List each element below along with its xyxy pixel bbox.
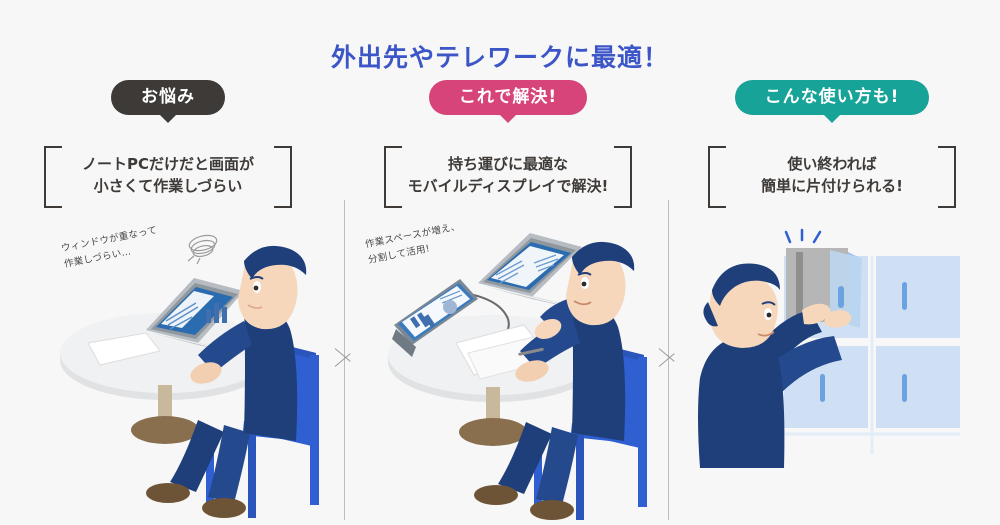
table-base [459,418,527,446]
display-handle [838,286,844,308]
table-base [131,416,199,444]
locker-handle [902,374,907,402]
person-head [566,241,635,326]
chevron-right-icon [335,340,353,374]
table-edge [60,353,272,400]
mobile-display [392,279,478,357]
illustration-man-laptop-display [388,233,647,520]
locker-handle [902,282,907,310]
illustration-storing-display [698,228,960,468]
caption-text: ノートPCだけだと画面が 小さくて作業しづらい [82,154,254,198]
chevron-right-icon [659,340,677,374]
person-torso [698,335,785,468]
bar-chart-icon [410,312,436,329]
page-title: 外出先やテレワークに最適！ [330,43,669,72]
bracket-right-icon [274,146,292,208]
badge-problem: お悩み [111,80,225,124]
bracket-right-icon [938,146,956,208]
caption-solution: 持ち運びに最適な モバイルディスプレイで解決! [348,144,668,208]
pen [518,347,544,356]
caption-usage: 使い終われば 簡単に片付けられる! [672,144,992,208]
caption-line-2: モバイルディスプレイで解決! [407,177,609,195]
person-head [703,263,780,348]
legs [146,420,250,518]
laptop [146,278,260,357]
column-usage: こんな使い方も! 使い終われば 簡単に片付けられる! [672,80,992,520]
caption-text: 持ち運びに最適な モバイルディスプレイで解決! [408,154,609,198]
mobile-display-in-hand [784,228,862,328]
person-head [238,245,307,330]
badge-usage: こんな使い方も! [734,80,930,124]
caption-line-1: 使い終われば [787,155,877,174]
laptop [478,233,598,313]
sparkle-icon [784,228,822,244]
caption-line-1: 持ち運びに最適な [447,155,568,174]
caption-line-1: ノートPCだけだと画面が [81,155,254,174]
bracket-right-icon [614,146,632,208]
caption-line-2: 小さくて作業しづらい [93,177,243,195]
locker-handle [820,374,825,402]
divider-2 [668,200,669,520]
badge-wrapper: こんな使い方も! [672,80,992,130]
table-edge [388,355,600,402]
column-problem: お悩み ノートPCだけだと画面が 小さくて作業しづらい [8,80,328,520]
bracket-left-icon [44,146,62,208]
person-body [190,302,298,441]
caption-line-2: 簡単に片付けられる! [761,177,903,195]
caption-problem: ノートPCだけだと画面が 小さくて作業しづらい [8,144,328,208]
badge-solution: これで解決! [428,80,588,124]
scribble-swirl-icon [187,234,218,265]
legs [474,422,578,520]
display-stand [392,329,416,357]
bracket-left-icon [384,146,402,208]
badge-wrapper: これで解決! [348,80,668,130]
badge-wrapper: お悩み [8,80,328,130]
bracket-left-icon [708,146,726,208]
caption-text: 使い終われば 簡単に片付けられる! [761,154,903,198]
column-solution: これで解決! 持ち運びに最適な モバイルディスプレイで解決! [348,80,668,520]
bar-chart-icon [206,303,227,323]
illustration-man-laptop [60,234,319,518]
divider-1 [344,200,345,520]
paper-sheet [87,332,161,366]
